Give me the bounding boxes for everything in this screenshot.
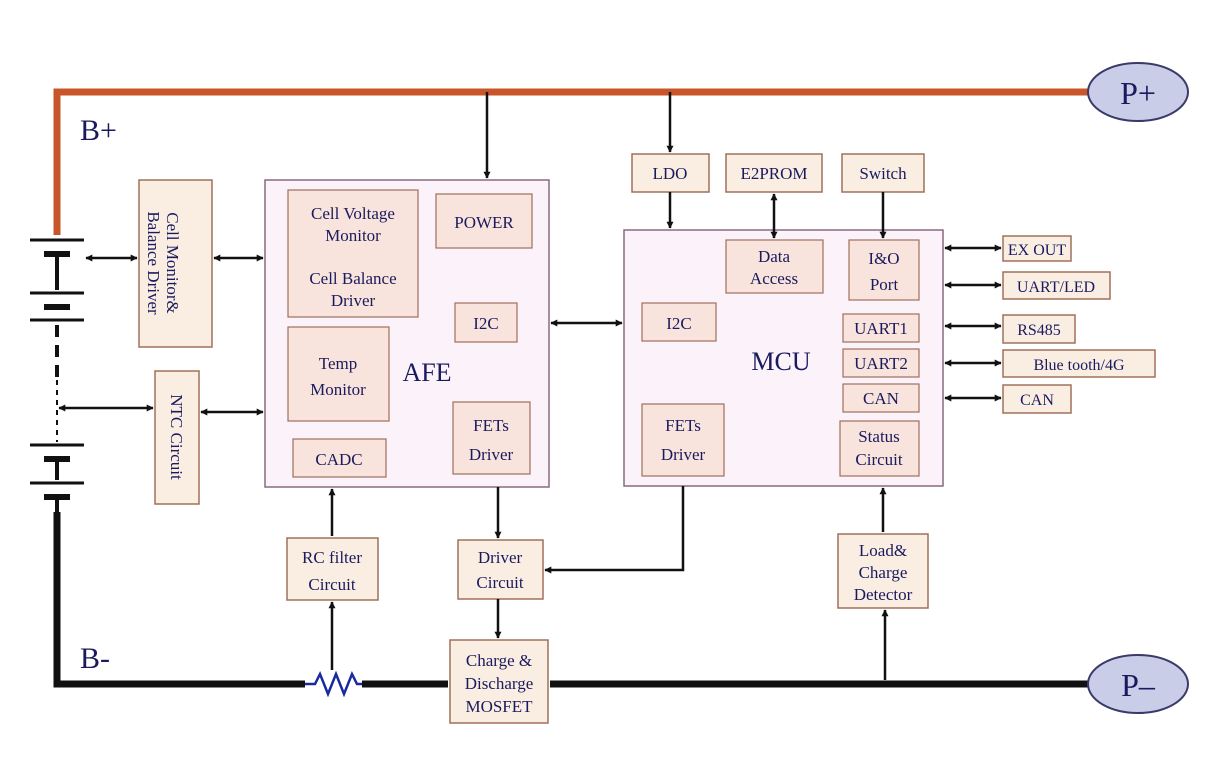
- mcu-io-port-line2: Port: [870, 275, 899, 294]
- mcu-fets-box: [641, 403, 725, 477]
- load-charge-line2: Charge: [859, 563, 908, 582]
- uart-led-box: [1002, 271, 1111, 300]
- p-minus-label: P–: [1121, 667, 1156, 703]
- afe-cell-balance-line2: Driver: [331, 291, 376, 310]
- afe-i2c-label: I2C: [473, 314, 499, 333]
- afe-cell-balance-line1: Cell Balance: [309, 269, 396, 288]
- p-minus-terminal: P–: [1087, 654, 1189, 714]
- load-charge-box: [837, 533, 929, 609]
- e2prom-box: [725, 153, 823, 193]
- battery-stack: [30, 238, 84, 512]
- mcu-i2c-box: [641, 302, 717, 342]
- afe-cell-voltage-line1: Cell Voltage: [311, 204, 395, 223]
- mcu-can-label: CAN: [863, 389, 899, 408]
- mcu-io-port-line1: I&O: [868, 249, 899, 268]
- afe-fets-box: [452, 401, 531, 475]
- mcu-uart2-label: UART2: [854, 354, 908, 373]
- mcu-status-line1: Status: [858, 427, 900, 446]
- ldo-box: [631, 153, 710, 193]
- connectors: [58, 92, 1002, 680]
- afe-temp-line1: Temp: [319, 354, 357, 373]
- afe-power-box: [435, 193, 533, 249]
- positive-rail: [53, 88, 1090, 235]
- load-charge-line1: Load&: [859, 541, 907, 560]
- bluetooth-label: Blue tooth/4G: [1033, 357, 1125, 374]
- p-plus-label: P+: [1120, 75, 1156, 111]
- mcu-fets-line2: Driver: [661, 445, 706, 464]
- afe-power-label: POWER: [454, 213, 514, 232]
- uart-led-label: UART/LED: [1017, 279, 1095, 296]
- mosfet-line1: Charge &: [466, 651, 532, 670]
- load-charge-line3: Detector: [854, 585, 913, 604]
- b-plus-label: B+: [80, 114, 117, 147]
- afe-cadc-label: CADC: [315, 450, 362, 469]
- ex-out-box: [1002, 235, 1072, 262]
- afe-fets-line1: FETs: [473, 416, 509, 435]
- driver-circuit-line1: Driver: [478, 548, 523, 567]
- mcu-data-access-line2: Access: [750, 269, 798, 288]
- afe-cell-voltage-box: [287, 189, 419, 318]
- mosfet-line3: MOSFET: [465, 697, 533, 716]
- driver-circuit-box: [457, 539, 544, 600]
- cell-monitor-line2: Balance Driver: [144, 211, 163, 315]
- mcu-data-access-box: [725, 239, 824, 294]
- shunt-resistor: [305, 670, 362, 698]
- rs485-label: RS485: [1017, 322, 1061, 339]
- can-ext-box: [1002, 384, 1072, 414]
- afe-fets-line2: Driver: [469, 445, 514, 464]
- bluetooth-box: [1002, 349, 1156, 378]
- afe-i2c-box: [454, 302, 518, 343]
- afe-temp-line2: Monitor: [310, 380, 366, 399]
- ntc-circuit-box: [154, 370, 200, 505]
- rc-filter-line1: RC filter: [302, 548, 362, 567]
- rc-filter-box: [286, 537, 379, 601]
- mosfet-line2: Discharge: [465, 674, 534, 693]
- e2prom-label: E2PROM: [740, 164, 807, 183]
- mcu-i2c-label: I2C: [666, 314, 692, 333]
- ldo-label: LDO: [653, 164, 688, 183]
- b-minus-label: B-: [80, 642, 110, 675]
- mcu-uart1-box: [842, 313, 920, 343]
- ntc-circuit-label: NTC Circuit: [167, 394, 186, 480]
- mcu-fets-line1: FETs: [665, 416, 701, 435]
- arrow-mcu-driver: [544, 486, 685, 574]
- switch-label: Switch: [859, 164, 907, 183]
- mcu-data-access-line1: Data: [758, 247, 791, 266]
- ex-out-label: EX OUT: [1008, 242, 1066, 259]
- mcu-status-box: [839, 420, 920, 477]
- mcu-uart1-label: UART1: [854, 319, 908, 338]
- afe-label: AFE: [402, 358, 451, 387]
- p-plus-terminal: P+: [1087, 62, 1189, 122]
- switch-box: [841, 153, 925, 193]
- rc-filter-line2: Circuit: [308, 575, 355, 594]
- mcu-can-box: [842, 383, 920, 413]
- mcu-uart2-box: [842, 348, 920, 378]
- rs485-box: [1002, 314, 1076, 344]
- mosfet-box: [449, 639, 549, 724]
- afe-cell-voltage-line2: Monitor: [325, 226, 381, 245]
- cell-monitor-line1: Cell Monitor&: [163, 212, 182, 314]
- cell-monitor-box: [138, 179, 213, 348]
- can-ext-label: CAN: [1020, 392, 1054, 409]
- mcu-status-line2: Circuit: [855, 450, 902, 469]
- mcu-io-port-box: [848, 239, 920, 301]
- afe-cadc-box: [292, 438, 387, 478]
- afe-temp-box: [287, 326, 390, 422]
- mcu-label: MCU: [751, 347, 810, 376]
- driver-circuit-line2: Circuit: [476, 573, 523, 592]
- negative-rail-left: [53, 512, 305, 688]
